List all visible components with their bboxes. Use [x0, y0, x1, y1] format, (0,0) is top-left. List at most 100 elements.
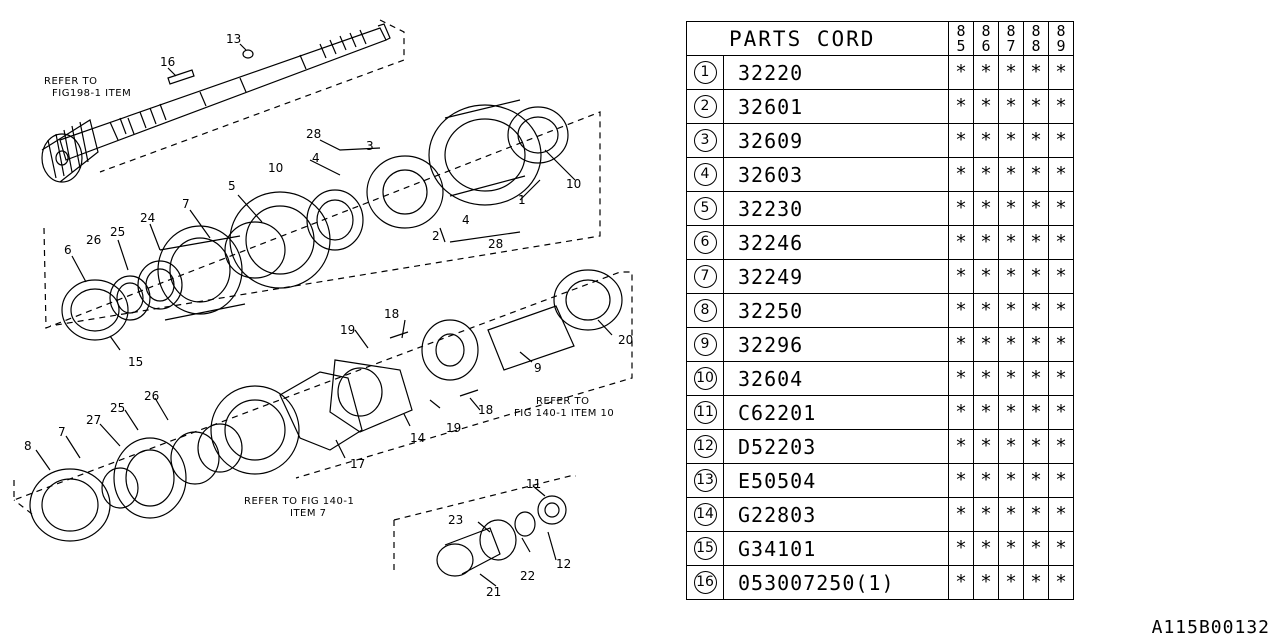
row-index: 1 — [686, 55, 724, 90]
asterisk-mark: * — [1056, 298, 1066, 321]
circled-number: 8 — [693, 299, 717, 322]
circled-number: 12 — [693, 435, 717, 458]
refer-note-b-line1: REFER TO — [536, 396, 589, 407]
year-applicability-mark: * — [998, 361, 1024, 396]
part-number: C62201 — [723, 395, 949, 430]
year-applicability-mark: * — [973, 225, 999, 260]
part-number: 32601 — [723, 89, 949, 124]
row-index: 3 — [686, 123, 724, 158]
year-applicability-mark: * — [948, 395, 974, 430]
asterisk-mark: * — [1031, 400, 1041, 423]
circled-number: 2 — [693, 95, 717, 118]
year-applicability-mark: * — [998, 123, 1024, 158]
asterisk-mark: * — [1006, 264, 1016, 287]
asterisk-mark: * — [981, 60, 991, 83]
asterisk-mark: * — [981, 502, 991, 525]
callout: 9 — [534, 361, 542, 375]
year-applicability-mark: * — [1023, 497, 1049, 532]
row-index: 4 — [686, 157, 724, 192]
asterisk-mark: * — [1006, 94, 1016, 117]
callout: 1 — [518, 193, 526, 207]
main-shaft — [41, 23, 391, 183]
row-index: 5 — [686, 191, 724, 226]
asterisk-mark: * — [956, 502, 966, 525]
row-index: 16 — [686, 565, 724, 600]
callout: 10 — [566, 177, 581, 191]
refer-note-a-line2: FIG198-1 ITEM — [52, 88, 131, 99]
year-applicability-mark: * — [973, 429, 999, 464]
reference-notes: REFER TO FIG198-1 ITEM REFER TO FIG 140-… — [44, 76, 614, 519]
asterisk-mark: * — [1031, 536, 1041, 559]
asterisk-mark: * — [1006, 400, 1016, 423]
refer-note-c-line2: ITEM 7 — [290, 508, 327, 519]
year-applicability-mark: * — [998, 327, 1024, 362]
asterisk-mark: * — [1006, 332, 1016, 355]
asterisk-mark: * — [956, 298, 966, 321]
part-number: 32246 — [723, 225, 949, 260]
year-applicability-mark: * — [1023, 565, 1049, 600]
asterisk-mark: * — [1031, 468, 1041, 491]
asterisk-mark: * — [1056, 434, 1066, 457]
asterisk-mark: * — [1006, 196, 1016, 219]
part-number: G34101 — [723, 531, 949, 566]
asterisk-mark: * — [981, 230, 991, 253]
asterisk-mark: * — [981, 162, 991, 185]
year-applicability-mark: * — [948, 429, 974, 464]
circled-number: 3 — [693, 129, 717, 152]
year-applicability-mark: * — [973, 463, 999, 498]
callout: 10 — [268, 161, 283, 175]
part-number: 32609 — [723, 123, 949, 158]
asterisk-mark: * — [1031, 162, 1041, 185]
asterisk-mark: * — [956, 400, 966, 423]
part-number: E50504 — [723, 463, 949, 498]
asterisk-mark: * — [981, 536, 991, 559]
lower-gear-stack — [29, 269, 623, 542]
callout: 21 — [486, 585, 501, 599]
asterisk-mark: * — [981, 570, 991, 593]
asterisk-mark: * — [1056, 366, 1066, 389]
asterisk-mark: * — [956, 468, 966, 491]
circled-number: 9 — [693, 333, 717, 356]
circled-number: 15 — [693, 537, 717, 560]
year-applicability-mark: * — [998, 55, 1024, 90]
asterisk-mark: * — [956, 366, 966, 389]
asterisk-mark: * — [981, 264, 991, 287]
callout: 20 — [618, 333, 633, 347]
year-applicability-mark: * — [1023, 361, 1049, 396]
callout: 25 — [110, 401, 125, 415]
asterisk-mark: * — [956, 128, 966, 151]
year-applicability-mark: * — [973, 259, 999, 294]
year-applicability-mark: * — [1023, 89, 1049, 124]
asterisk-mark: * — [1031, 332, 1041, 355]
asterisk-mark: * — [981, 94, 991, 117]
circled-number: 7 — [693, 265, 717, 288]
asterisk-mark: * — [1006, 434, 1016, 457]
asterisk-mark: * — [1031, 196, 1041, 219]
year-applicability-mark: * — [973, 89, 999, 124]
callout: 4 — [462, 213, 470, 227]
year-applicability-mark: * — [1048, 259, 1074, 294]
asterisk-mark: * — [1031, 128, 1041, 151]
year-applicability-mark: * — [948, 361, 974, 396]
year-applicability-mark: * — [998, 429, 1024, 464]
year-applicability-mark: * — [998, 565, 1024, 600]
asterisk-mark: * — [1056, 128, 1066, 151]
part-number: 32603 — [723, 157, 949, 192]
part-number: 32230 — [723, 191, 949, 226]
circled-number: 16 — [693, 571, 717, 594]
year-applicability-mark: * — [1023, 123, 1049, 158]
row-index: 6 — [686, 225, 724, 260]
callout: 24 — [140, 211, 155, 225]
year-applicability-mark: * — [1023, 531, 1049, 566]
bottom-small-parts — [436, 495, 567, 577]
year-applicability-mark: * — [1023, 327, 1049, 362]
asterisk-mark: * — [956, 94, 966, 117]
